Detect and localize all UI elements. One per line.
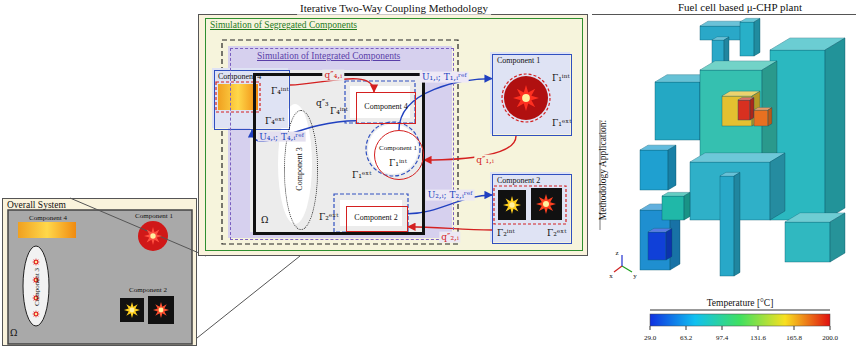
panel: Fuel cell based μ-CHP plant [592,14,856,346]
star-core [130,308,135,313]
plant-part [740,18,760,56]
node-title: Component 4 [29,214,67,222]
star-core [543,201,549,207]
boundary-label: Γ₁ᵉˣᵗ [552,118,571,128]
component-box: Component 2 Γ₂ⁱⁿᵗ Γ₂ᵉˣᵗ [492,174,572,244]
node-title: Component 2 [129,286,167,294]
edge-label: U₁,ᵢ; T₁,ᵢʳᵉᶠ [420,72,469,83]
text-label: z [615,249,618,257]
star-burst [124,302,140,318]
component-box: Component 3 [284,110,318,230]
text-label: 200.0 [822,334,838,342]
text-label: x [609,272,613,280]
plant-part [640,145,676,190]
node-title: Ω [261,215,268,225]
text-label: Temperature [°C] [707,298,774,309]
coupling-arrow [424,136,516,160]
node-title: Component 1 [497,56,540,65]
star-core [159,308,164,313]
node-title: Component 4 [364,102,407,111]
node-title: Fuel cell based μ-CHP plant [675,1,805,14]
coupling-arrow [399,79,492,130]
plant-part [785,213,845,262]
node-title: Component 1 [379,144,417,152]
star-burst [32,310,40,318]
text-label: 29.0 [644,334,656,342]
node-title: Simulation of Integrated Components [257,51,400,62]
text-label: y [633,272,637,280]
component-box: ΩComponent 4Γ₄ⁱⁿᵗComponent 1Γ₁ⁱⁿᵗΓ₁ᵉˣᵗCo… [253,73,425,235]
star-burst [503,196,521,214]
component-box: Component 4 [17,211,79,241]
panel: Overall SystemComponent 4 Component 1 Comp… [2,198,197,346]
text-label: 131.6 [750,334,766,342]
star-core [522,94,530,102]
component-box: Component 1 Γ₁ⁱⁿᵗΓ₁ᵉˣᵗ [492,54,572,136]
plant-part [662,192,690,220]
plant-part [700,61,777,162]
edge-label: q″₄,ᵢ [323,70,344,81]
node-title: Component 3 [33,268,41,306]
text-label: q″₃ [316,98,329,108]
text-label: 97.4 [716,334,728,342]
star-burst [144,227,162,245]
text-label: Ω [10,328,17,338]
star-core [35,313,37,315]
boundary-label: Γ₁ⁱⁿᵗ [389,158,407,168]
boundary-label: Γ₂ᵉˣᵗ [547,228,566,238]
node-title: Component 2 [497,176,540,185]
component-box: Component 4Γ₄ⁱⁿᵗ [356,92,416,124]
coupling-arrow [408,227,492,230]
text-label: Methodology Application: [598,120,609,221]
plant-part [770,38,845,220]
star-burst [32,258,40,266]
boundary-label: Γ₁ᵉˣᵗ [352,170,371,180]
node-title: Simulation of Segregated Components [210,20,357,31]
text-label: 165.8 [786,334,802,342]
boundary-label: Γ₄ⁱⁿᵗ [330,106,348,116]
component-box: Component 2 [115,283,181,329]
node-title: Component 2 [354,213,397,222]
text-label: 63.2 [680,334,692,342]
star-burst [513,85,539,111]
component-box: Component 2Γ₂ᵉˣᵗ [346,206,408,232]
component-box: Component 3 [24,247,50,327]
component-box: Component 1Γ₁ⁱⁿᵗΓ₁ᵉˣᵗ [374,130,424,180]
star-core [150,233,155,238]
star-core [35,261,37,263]
component-box: Component 4Γ₄ⁱⁿᵗΓ₄ᵉˣᵗ [214,70,290,130]
star-burst [536,194,556,214]
edge-label: q″₁,ᵢ [474,154,495,165]
star-core [509,202,514,207]
node-title: Overall System [7,200,66,211]
plant-part [738,98,754,120]
plant-part [648,228,672,260]
node-title: Iterative Two-Way Coupling Methodology [297,2,491,15]
boundary-label: Γ₂ᵉˣᵗ [319,212,338,222]
plant-part [754,108,772,126]
edge-label: q″₂,ᵢ [439,232,460,243]
edge-label: U₄,ᵢ; T₄,ᵢʳᵉᶠ [257,131,306,142]
coupling-arrow [290,79,374,92]
component-box: Component 1 [131,209,177,257]
node-title: Component 3 [295,147,304,190]
edge-label: U₂,ᵢ; T₂,ᵢʳᵉᶠ [426,190,475,201]
boundary-label: Γ₁ⁱⁿᵗ [552,73,570,83]
star-burst [153,302,169,318]
boundary-label: Γ₂ⁱⁿᵗ [497,228,515,238]
boundary-label: Γ₄ⁱⁿᵗ [271,86,289,96]
plant-part [720,172,740,276]
node-title: Component 1 [135,212,173,220]
boundary-label: Γ₄ᵉˣᵗ [265,116,284,126]
